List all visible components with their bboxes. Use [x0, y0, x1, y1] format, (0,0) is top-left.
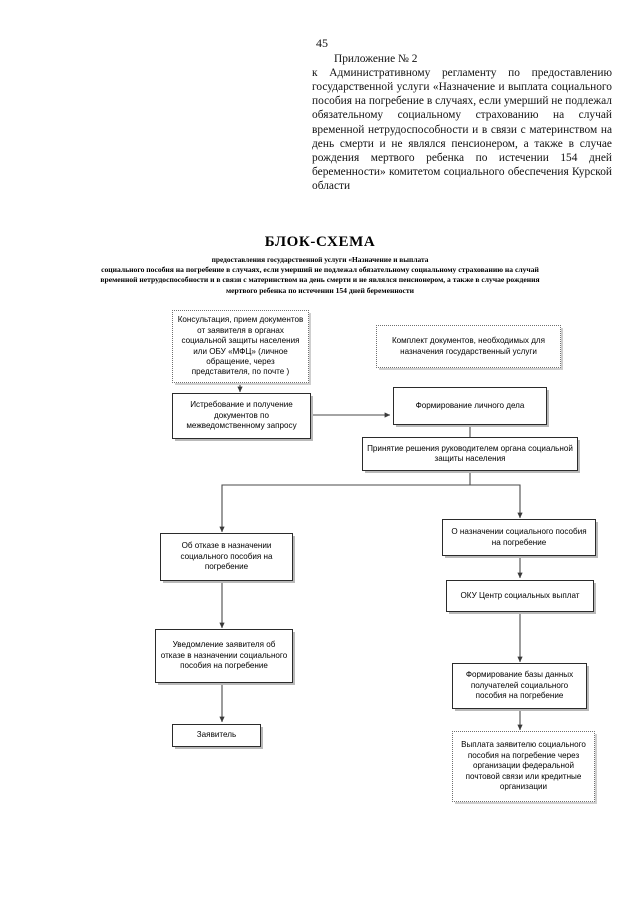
node-interdepartmental-request-label: Истребование и получение документов по м… — [186, 400, 297, 431]
node-applicant[interactable]: Заявитель — [172, 724, 261, 747]
document-header: 45 Приложение № 2 к Административному ре… — [312, 36, 612, 193]
node-decision-label: Принятие решения руководителем органа со… — [367, 443, 573, 463]
connector-decision-to-refusal — [219, 471, 471, 533]
node-decision[interactable]: Принятие решения руководителем органа со… — [362, 437, 578, 471]
node-payout[interactable]: Выплата заявителю социального пособия на… — [452, 731, 595, 802]
node-consultation-label: Консультация, прием документов от заявит… — [177, 315, 304, 377]
header-paragraph: к Административному регламенту по предос… — [312, 67, 612, 192]
node-personal-file-label: Формирование личного дела — [415, 400, 525, 410]
node-refusal-label: Об отказе в назначении социального пособ… — [180, 541, 273, 572]
page-title: БЛОК-СХЕМА — [264, 234, 376, 250]
node-payment-center-label: ОКУ Центр социальных выплат — [460, 590, 580, 600]
page-number: 45 — [316, 36, 328, 50]
node-database[interactable]: Формирование базы данных получателей соц… — [452, 663, 587, 709]
connector-decision-to-approval — [470, 484, 523, 519]
subtitle-line-3: временной нетрудоспособности и в связи с… — [100, 275, 540, 285]
node-personal-file[interactable]: Формирование личного дела — [393, 387, 547, 425]
subtitle-line-4: мертвого ребенка по истечении 154 дней б… — [226, 285, 414, 295]
node-refusal[interactable]: Об отказе в назначении социального пособ… — [160, 533, 293, 581]
node-consultation[interactable]: Консультация, прием документов от заявит… — [172, 310, 309, 383]
node-documents-set-label: Комплект документов, необходимых для наз… — [391, 336, 546, 356]
page-subtitle: предоставления государственной услуги «Н… — [20, 255, 620, 296]
node-approval[interactable]: О назначении социального пособия на погр… — [442, 519, 596, 556]
appendix-label: Приложение № 2 — [334, 53, 418, 66]
node-approval-label: О назначении социального пособия на погр… — [451, 527, 587, 547]
node-payout-label: Выплата заявителю социального пособия на… — [461, 740, 586, 792]
node-documents-set[interactable]: Комплект документов, необходимых для наз… — [376, 325, 561, 368]
subtitle-line-1: предоставления государственной услуги «Н… — [211, 255, 429, 264]
node-interdepartmental-request[interactable]: Истребование и получение документов по м… — [172, 393, 311, 439]
node-database-label: Формирование базы данных получателей соц… — [465, 670, 574, 701]
title-block: БЛОК-СХЕМА предоставления государственно… — [20, 234, 620, 296]
node-applicant-label: Заявитель — [196, 730, 237, 740]
node-refusal-notice[interactable]: Уведомление заявителя об отказе в назнач… — [155, 629, 293, 683]
node-refusal-notice-label: Уведомление заявителя об отказе в назнач… — [160, 640, 288, 671]
node-payment-center[interactable]: ОКУ Центр социальных выплат — [446, 580, 594, 612]
subtitle-line-2: социального пособия на погребение в случ… — [101, 265, 539, 275]
